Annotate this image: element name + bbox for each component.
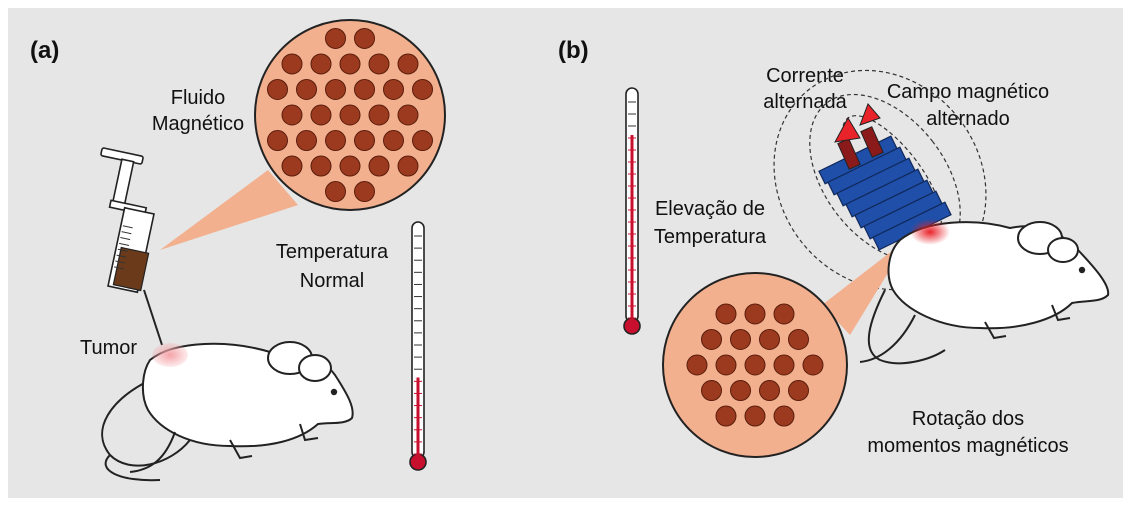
magnetic-particle: [744, 405, 766, 427]
fluid-label-line1: Fluido: [171, 87, 225, 109]
temp-label-b-line1: Elevação de: [655, 198, 765, 220]
magnetic-particle: [383, 130, 404, 152]
magnetic-particle: [296, 78, 317, 100]
panel-a-label: (a): [30, 37, 59, 64]
magnetic-particle: [788, 380, 809, 402]
magnetic-particle: [368, 104, 390, 126]
magnetic-particle: [773, 354, 795, 376]
syringe-icon: [100, 147, 163, 346]
tumor-label: Tumor: [80, 337, 137, 359]
field-label-line1: Campo magnético: [887, 81, 1049, 103]
magnetic-particles-icon: [267, 27, 433, 203]
magnetic-particle: [773, 303, 795, 325]
current-label-line1: Corrente: [766, 65, 844, 87]
panel-b-label: (b): [558, 37, 589, 64]
magnetic-particle: [759, 328, 780, 350]
magnetic-particle: [281, 53, 303, 75]
magnetic-particle: [715, 405, 737, 427]
magnetic-particle: [354, 181, 375, 203]
magnetic-particle: [412, 130, 433, 152]
magnetic-particle: [281, 155, 303, 177]
magnetic-particle: [744, 354, 766, 376]
magnetic-particle: [744, 303, 766, 325]
field-label-line2: alternado: [926, 108, 1009, 130]
magnetic-particle: [773, 405, 795, 427]
magnetic-particle: [701, 380, 722, 402]
magnetic-particle: [310, 155, 332, 177]
magnetic-particle: [325, 181, 346, 203]
temp-label-a-line2: Normal: [300, 270, 364, 292]
magnetic-particle: [715, 303, 737, 325]
magnetic-particles-icon: [686, 303, 824, 427]
mouse-icon: [859, 219, 1110, 365]
fluid-label-line2: Magnético: [152, 113, 244, 135]
magnetic-particle: [701, 328, 722, 350]
magnetic-particle: [325, 27, 346, 49]
magnetic-particle: [325, 130, 346, 152]
thermometer-icon: [623, 87, 641, 335]
temp-label-b-line2: Temperatura: [654, 226, 767, 248]
magnetic-particle: [802, 354, 824, 376]
magnetic-particle: [267, 78, 288, 100]
callout-wedge-a: [160, 170, 298, 250]
callout-wedge-b: [822, 237, 910, 335]
magnetic-particle: [686, 354, 708, 376]
current-arrow-icon: [834, 103, 884, 170]
magnetic-particle: [354, 130, 375, 152]
rotation-label-line2: momentos magnéticos: [867, 435, 1068, 457]
magnetic-particle: [383, 78, 404, 100]
magnetic-particle: [296, 130, 317, 152]
magnetic-particle: [310, 104, 332, 126]
panel-a: (a) Fluido Magnético Tumor: [30, 19, 446, 482]
magnetic-particle: [310, 53, 332, 75]
magnetic-particle: [339, 155, 361, 177]
tumor-spot: [152, 343, 188, 367]
magnetic-particle: [368, 53, 390, 75]
magnetic-particle: [759, 380, 780, 402]
magnetic-particle: [354, 78, 375, 100]
magnetic-particle: [354, 27, 375, 49]
magnetic-particle: [267, 130, 288, 152]
magnetic-particle: [730, 380, 751, 402]
magnetic-particle: [281, 104, 303, 126]
thermometer-icon: [409, 221, 427, 471]
magnetic-particle: [339, 53, 361, 75]
magnetic-particle: [339, 104, 361, 126]
magnetic-particle: [397, 53, 419, 75]
magnetic-particle: [397, 104, 419, 126]
panel-b: (b) Elevação de Temperatura Corrente alt…: [558, 37, 1110, 458]
magnetic-particle: [730, 328, 751, 350]
magnetic-particle: [788, 328, 809, 350]
current-label-line2: alternada: [763, 91, 847, 113]
magnetic-particle: [397, 155, 419, 177]
magnetic-particle: [325, 78, 346, 100]
rotation-label-line1: Rotação dos: [912, 408, 1024, 430]
hot-spot: [910, 219, 950, 245]
temp-label-a-line1: Temperatura: [276, 241, 389, 263]
magnetic-particle: [368, 155, 390, 177]
magnetic-particle: [412, 78, 433, 100]
magnetic-particle: [715, 354, 737, 376]
mouse-icon: [101, 341, 354, 482]
